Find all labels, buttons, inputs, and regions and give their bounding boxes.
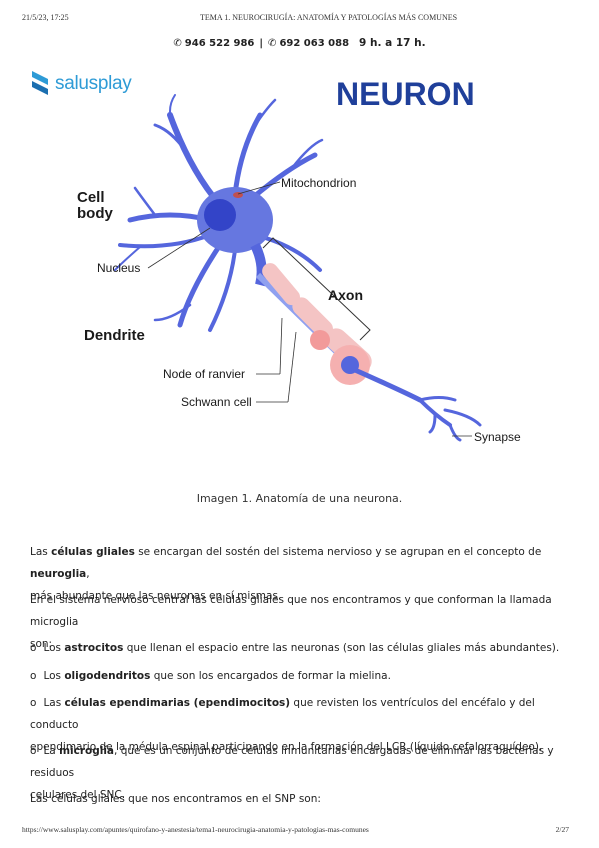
term-astrocitos: astrocitos [64,642,124,654]
salusplay-logo[interactable]: salusplay [29,68,132,100]
figure-caption: Imagen 1. Anatomía de una neurona. [196,492,403,505]
label-cell-body: Cell [77,189,105,206]
label-nucleus: Nucleus [97,261,140,275]
label-node-of-ranvier: Node of ranvier [163,367,245,381]
footer-url[interactable]: https://www.salusplay.com/apuntes/quirof… [22,825,369,834]
paragraph-glial-cells: Las células gliales se encargan del sost… [30,546,542,602]
label-axon: Axon [328,287,363,303]
term-oligodendritos: oligodendritos [64,670,151,682]
dendrites [114,94,324,332]
paragraph-snc: En el sistema nervioso central las célul… [30,594,552,650]
contact-separator: | [259,38,264,49]
phone-number-2[interactable]: 692 063 088 [279,38,350,49]
term-microglia: microglía [59,745,115,757]
axon-terminals [352,367,482,442]
phone-number-1[interactable]: 946 522 986 [184,38,255,49]
axon-shape [255,263,372,385]
bullet: o [30,697,37,709]
phone-icon: ✆ [173,38,182,49]
page-number: 2/27 [555,825,569,834]
print-date: 21/5/23, 17:25 [22,13,69,22]
paragraph-snp: Las células gliales que nos encontramos … [30,793,321,805]
neuron-anatomy-figure: NEURON [77,76,521,444]
salusplay-logo-icon [32,71,48,95]
term-celulas-gliales: células gliales [51,546,135,558]
label-cell-body-2: body [77,205,113,222]
label-mitochondrion: Mitochondrion [281,176,356,190]
office-hours: 9 h. a 17 h. [359,37,426,49]
bullet: o [30,670,37,682]
figure-title: NEURON [336,76,475,112]
document-title: TEMA 1. NEUROCIRUGÍA: ANATOMÍA Y PATOLOG… [200,13,458,22]
term-ependimarias: células ependimarias (ependimocitos) [64,697,291,709]
term-neuroglia: neuroglia [30,568,87,580]
logo-text: salusplay [55,73,132,94]
label-synapse: Synapse [474,430,521,444]
nucleus-shape [204,199,236,231]
label-dendrite: Dendrite [84,327,145,344]
bullet: o [30,745,37,757]
label-schwann-cell: Schwann cell [181,395,252,409]
bullet: o [30,642,37,654]
whatsapp-icon: ✆ [268,38,277,49]
